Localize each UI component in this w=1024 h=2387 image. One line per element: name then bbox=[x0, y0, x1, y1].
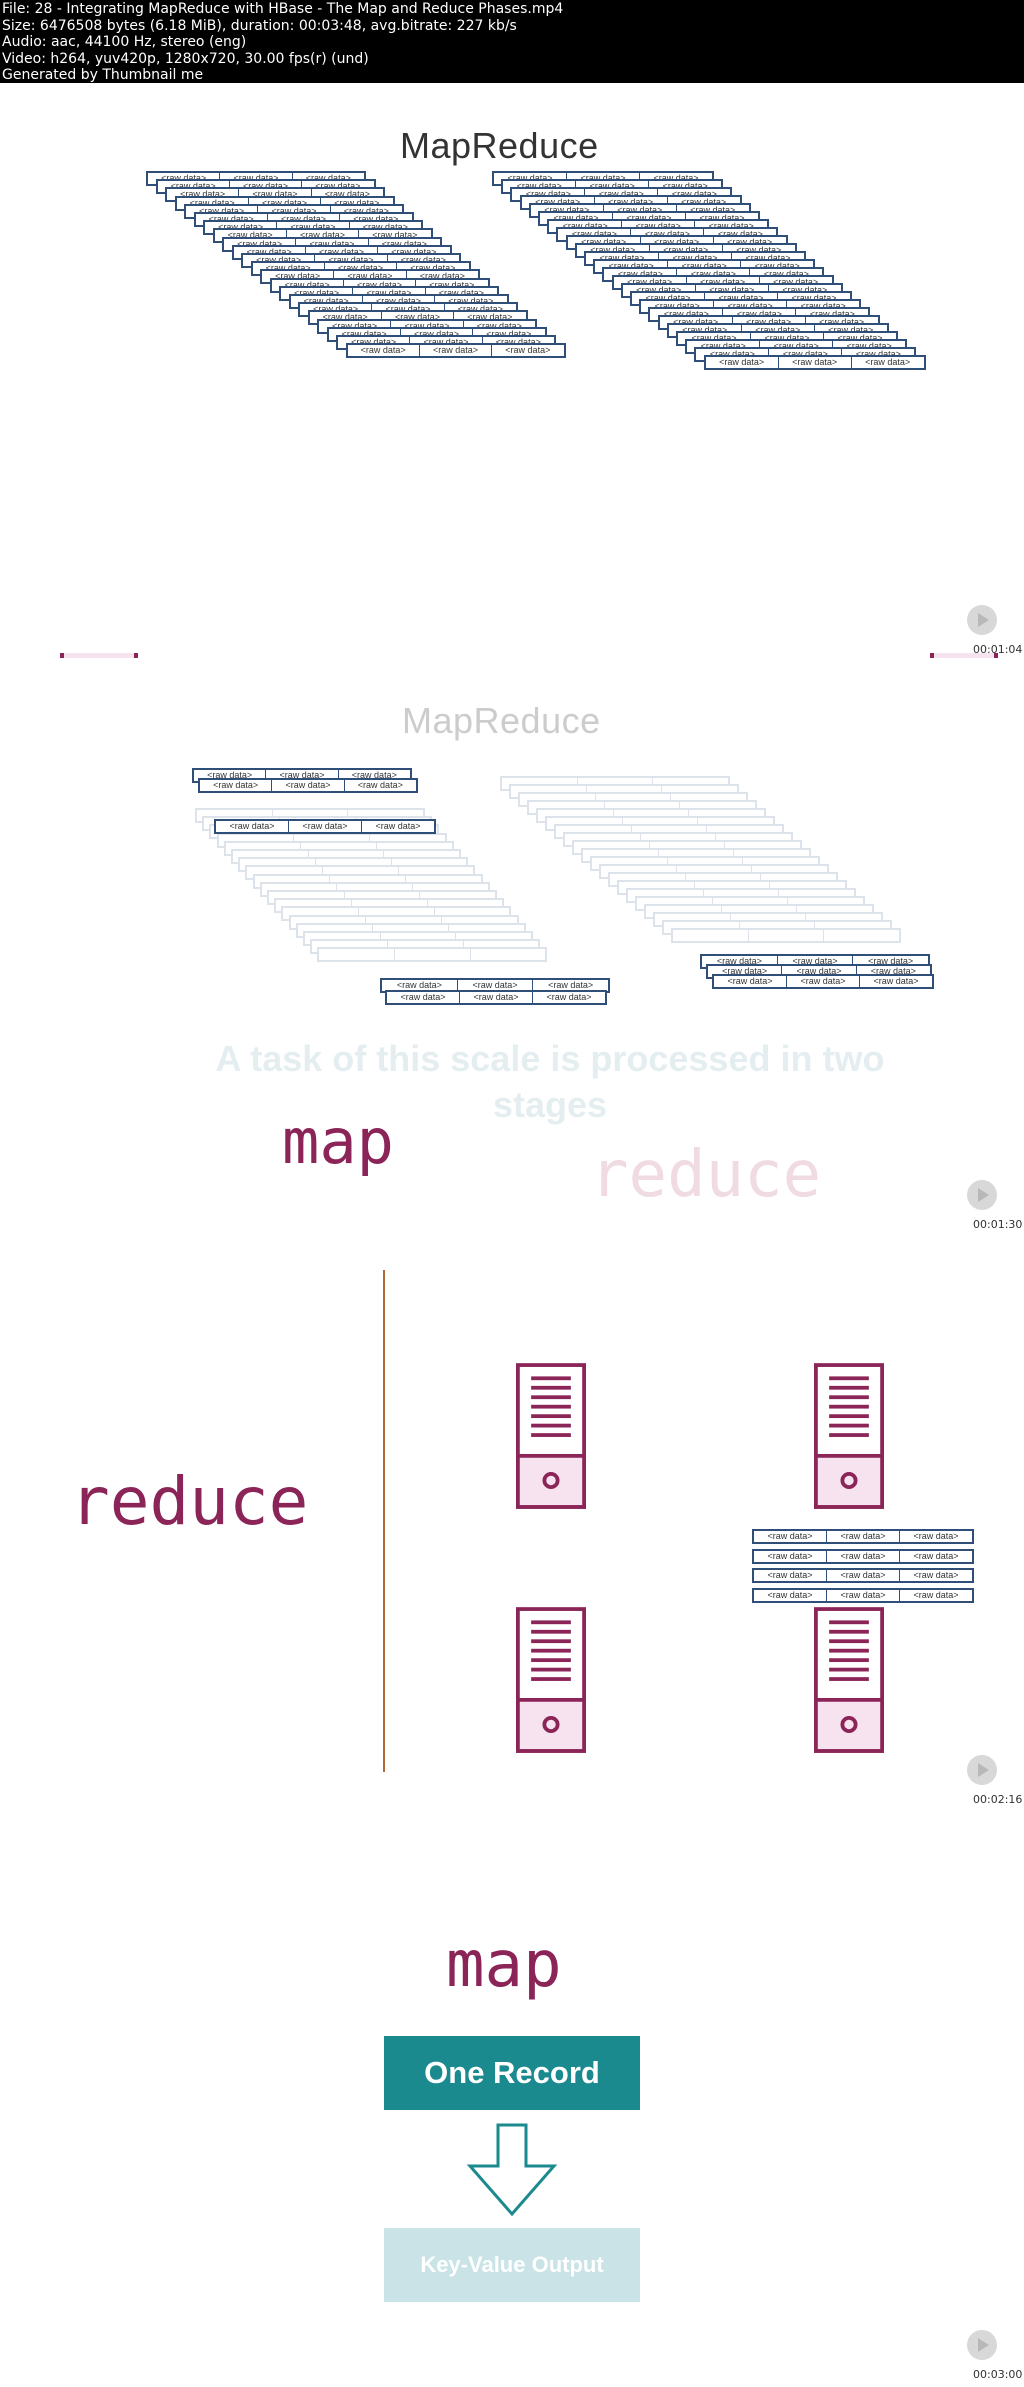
raw-data-cell: <raw data> bbox=[460, 992, 533, 1003]
key-value-output-box: Key-Value Output bbox=[384, 2228, 640, 2302]
raw-data-cell: <raw data> bbox=[824, 930, 899, 941]
raw-data-cell: <raw data> bbox=[714, 976, 787, 987]
server-icon bbox=[516, 1361, 586, 1511]
map-label: map bbox=[446, 1928, 562, 2002]
raw-data-row: <raw data><raw data><raw data> bbox=[214, 819, 436, 834]
slide-title: MapReduce bbox=[400, 125, 599, 167]
timestamp: 00:02:16 bbox=[973, 1793, 1022, 1806]
raw-data-cell: <raw data> bbox=[345, 780, 416, 791]
raw-data-cell: <raw data> bbox=[706, 357, 779, 368]
play-icon[interactable] bbox=[967, 1180, 997, 1210]
raw-data-row: <raw data><raw data><raw data> bbox=[385, 990, 607, 1005]
header-line-video: Video: h264, yuv420p, 1280x720, 30.00 fp… bbox=[2, 51, 1024, 68]
raw-data-cell: <raw data> bbox=[348, 345, 420, 356]
raw-data-cell: <raw data> bbox=[827, 1551, 900, 1562]
video-info-header: File: 28 - Integrating MapReduce with HB… bbox=[0, 0, 1024, 83]
raw-data-cell: <raw data> bbox=[787, 976, 860, 987]
divider-line bbox=[383, 1270, 385, 1772]
raw-data-row: <raw data><raw data><raw data> bbox=[752, 1529, 974, 1544]
server-icon bbox=[516, 1605, 586, 1755]
raw-data-cell: <raw data> bbox=[754, 1590, 827, 1601]
raw-data-cell: <raw data> bbox=[860, 976, 932, 987]
reduce-label: reduce bbox=[590, 1138, 821, 1212]
reduce-label: reduce bbox=[70, 1463, 308, 1540]
raw-data-cell: <raw data> bbox=[272, 780, 344, 791]
play-icon[interactable] bbox=[967, 605, 997, 635]
raw-data-cell: <raw data> bbox=[852, 357, 924, 368]
raw-data-cell: <raw data> bbox=[900, 1531, 972, 1542]
raw-data-cell: <raw data> bbox=[395, 949, 471, 960]
thumbnail-frame-4: map One Record Key-Value Output 00:03:00 bbox=[0, 1808, 1024, 2383]
raw-data-cell: <raw data> bbox=[779, 357, 852, 368]
raw-data-cell: <raw data> bbox=[827, 1570, 900, 1581]
raw-data-cell: <raw data> bbox=[420, 345, 492, 356]
raw-data-cell: <raw data> bbox=[673, 930, 749, 941]
timestamp: 00:03:00 bbox=[973, 2368, 1022, 2381]
raw-data-cell: <raw data> bbox=[492, 345, 563, 356]
thumbnail-frame-3: reduce <raw data><raw data><raw data><ra… bbox=[0, 1233, 1024, 1808]
header-line-generator: Generated by Thumbnail me bbox=[2, 67, 1024, 84]
raw-data-cell: <raw data> bbox=[749, 930, 825, 941]
raw-data-cell: <raw data> bbox=[754, 1551, 827, 1562]
raw-data-cell: <raw data> bbox=[387, 992, 460, 1003]
raw-data-row: <raw data><raw data><raw data> bbox=[317, 947, 547, 962]
raw-data-row: <raw data><raw data><raw data> bbox=[752, 1568, 974, 1583]
header-line-file: File: 28 - Integrating MapReduce with HB… bbox=[2, 1, 1024, 18]
header-line-audio: Audio: aac, 44100 Hz, stereo (eng) bbox=[2, 34, 1024, 51]
raw-data-cell: <raw data> bbox=[900, 1590, 972, 1601]
arrow-down-icon bbox=[466, 2122, 558, 2218]
server-icon bbox=[814, 1361, 884, 1511]
thumbnail-frame-2: MapReduce <raw data><raw data><raw data>… bbox=[0, 658, 1024, 1233]
raw-data-cell: <raw data> bbox=[216, 821, 289, 832]
raw-data-cell: <raw data> bbox=[200, 780, 272, 791]
timestamp: 00:01:30 bbox=[973, 1218, 1022, 1231]
raw-data-cell: <raw data> bbox=[900, 1551, 972, 1562]
raw-data-row: <raw data><raw data><raw data> bbox=[752, 1588, 974, 1603]
raw-data-cell: <raw data> bbox=[754, 1570, 827, 1581]
raw-data-row: <raw data><raw data><raw data> bbox=[198, 778, 418, 793]
map-label: map bbox=[282, 1105, 394, 1178]
raw-data-cell: <raw data> bbox=[471, 949, 546, 960]
thumbnail-frame-1: MapReduce <raw data><raw data><raw data>… bbox=[0, 83, 1024, 658]
raw-data-cell: <raw data> bbox=[900, 1570, 972, 1581]
one-record-box: One Record bbox=[384, 2036, 640, 2110]
slide-title: MapReduce bbox=[402, 700, 601, 742]
raw-data-cell: <raw data> bbox=[827, 1531, 900, 1542]
raw-data-cell: <raw data> bbox=[533, 992, 605, 1003]
raw-data-row: <raw data><raw data><raw data> bbox=[712, 974, 934, 989]
timestamp: 00:01:04 bbox=[973, 643, 1022, 656]
play-icon[interactable] bbox=[967, 1755, 997, 1785]
play-icon[interactable] bbox=[967, 2330, 997, 2360]
raw-data-cell: <raw data> bbox=[362, 821, 434, 832]
header-line-size: Size: 6476508 bytes (6.18 MiB), duration… bbox=[2, 18, 1024, 35]
raw-data-row: <raw data><raw data><raw data> bbox=[671, 928, 901, 943]
server-icon bbox=[814, 1605, 884, 1755]
raw-data-row: <raw data><raw data><raw data> bbox=[346, 343, 566, 358]
raw-data-cell: <raw data> bbox=[319, 949, 395, 960]
raw-data-cell: <raw data> bbox=[289, 821, 362, 832]
raw-data-row: <raw data><raw data><raw data> bbox=[704, 355, 926, 370]
raw-data-row: <raw data><raw data><raw data> bbox=[752, 1549, 974, 1564]
raw-data-cell: <raw data> bbox=[754, 1531, 827, 1542]
raw-data-cell: <raw data> bbox=[827, 1590, 900, 1601]
